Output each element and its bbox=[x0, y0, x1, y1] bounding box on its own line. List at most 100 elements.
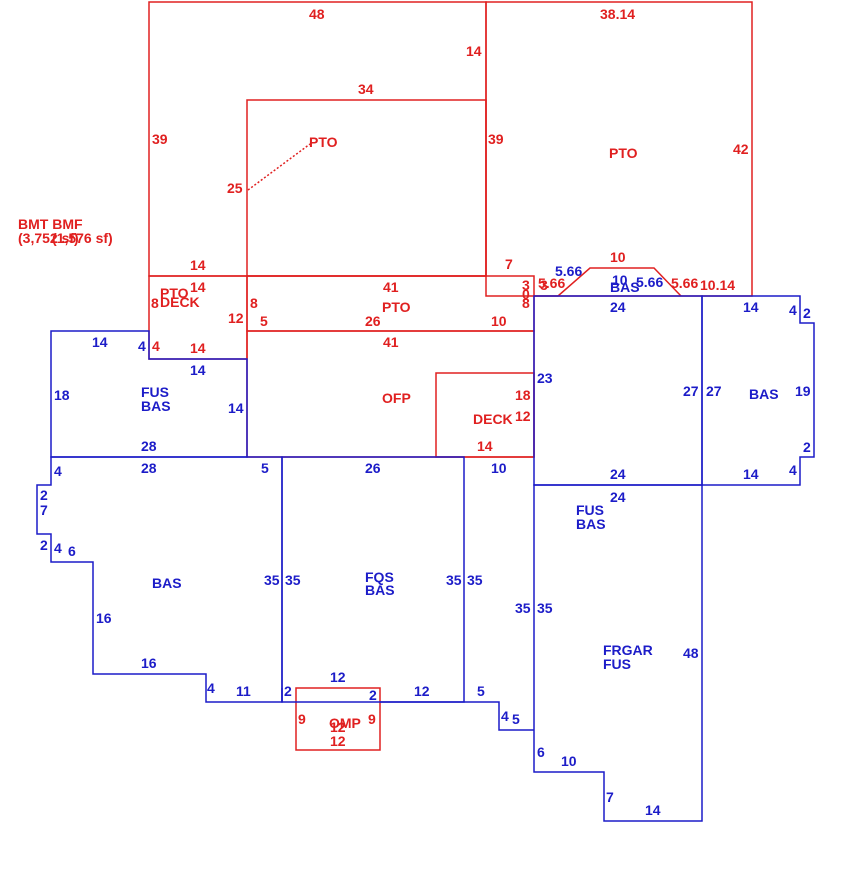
blue-labels: 5.66 10 BAS 5.66 24 14 4 2 27 27 BAS 19 … bbox=[40, 263, 811, 818]
dim: 16 bbox=[96, 610, 112, 626]
dim: 2 bbox=[803, 305, 811, 321]
dim: 4 bbox=[54, 463, 62, 479]
dim: 42 bbox=[733, 141, 749, 157]
blue-outlines bbox=[36, 295, 815, 822]
dim: 12 bbox=[330, 733, 346, 749]
area-label: OFP bbox=[382, 390, 411, 406]
area-label: PTO bbox=[382, 299, 411, 315]
dim: 14 bbox=[228, 400, 244, 416]
dim: 0 bbox=[522, 286, 530, 302]
dim: 14 bbox=[743, 466, 759, 482]
dim: 3 bbox=[540, 277, 548, 293]
area-label: DECK bbox=[160, 294, 200, 310]
dim: 14 bbox=[190, 257, 206, 273]
dim: 39 bbox=[488, 131, 504, 147]
fus-bas-middle bbox=[533, 295, 703, 486]
area-label: BAS bbox=[152, 575, 182, 591]
dim: 35 bbox=[467, 572, 483, 588]
dim: 4 bbox=[789, 302, 797, 318]
dim: 34 bbox=[358, 81, 374, 97]
red-labels: BMT BMF (3,752 sf) (1,576 sf) 48 38.14 1… bbox=[18, 6, 749, 749]
dim: 26 bbox=[365, 313, 381, 329]
dim: 12 bbox=[228, 310, 244, 326]
dim: 4 bbox=[207, 680, 215, 696]
dim: 41 bbox=[383, 334, 399, 350]
area-label: BAS bbox=[576, 516, 606, 532]
dim: 39 bbox=[152, 131, 168, 147]
area-label: BAS bbox=[365, 582, 395, 598]
area-label: BAS bbox=[610, 279, 640, 295]
dim: 14 bbox=[190, 362, 206, 378]
dim: 10 bbox=[610, 249, 626, 265]
dim: 4 bbox=[152, 338, 160, 354]
omp-label: OMP bbox=[329, 715, 361, 731]
dim: 8 bbox=[250, 295, 258, 311]
dim: 35 bbox=[515, 600, 531, 616]
leader-line bbox=[247, 143, 311, 191]
dim: 19 bbox=[795, 383, 811, 399]
dim: 9 bbox=[298, 711, 306, 727]
dim: 48 bbox=[309, 6, 325, 22]
dim: 2 bbox=[369, 687, 377, 703]
area-label: FRGAR bbox=[603, 642, 653, 658]
dim: 35 bbox=[446, 572, 462, 588]
fqs-bas bbox=[281, 456, 465, 703]
dim: 5.66 bbox=[636, 274, 663, 290]
dim: 6 bbox=[537, 744, 545, 760]
dim: 12 bbox=[414, 683, 430, 699]
dim: 10 bbox=[491, 460, 507, 476]
dim: 6 bbox=[68, 543, 76, 559]
dim: 2 bbox=[40, 537, 48, 553]
dim: 5.66 bbox=[538, 275, 565, 291]
area-label: DECK bbox=[473, 411, 513, 427]
dim: 7 bbox=[505, 256, 513, 272]
dim: 27 bbox=[706, 383, 722, 399]
dim: 12 bbox=[330, 669, 346, 685]
area-label: PTO bbox=[160, 285, 189, 301]
red-outlines bbox=[148, 1, 753, 751]
dim: 23 bbox=[537, 370, 553, 386]
dim: 35 bbox=[537, 600, 553, 616]
dim: 12 bbox=[330, 719, 346, 735]
label-area1: (3,752 sf) bbox=[18, 230, 79, 246]
area-label: FUS bbox=[603, 656, 631, 672]
dim: 24 bbox=[610, 299, 626, 315]
dim: 41 bbox=[383, 279, 399, 295]
dim: 10.14 bbox=[700, 277, 735, 293]
dim: 24 bbox=[610, 489, 626, 505]
dim: 10 bbox=[612, 272, 628, 288]
dim: 2 bbox=[40, 487, 48, 503]
dim: 10 bbox=[491, 313, 507, 329]
dim: 14 bbox=[190, 340, 206, 356]
dim: 8 bbox=[522, 295, 530, 311]
dim: 28 bbox=[141, 438, 157, 454]
area-label: FUS bbox=[576, 502, 604, 518]
dim: 5.66 bbox=[555, 263, 582, 279]
bas-right bbox=[701, 295, 815, 486]
dim: 2 bbox=[803, 439, 811, 455]
area-label: PTO bbox=[609, 145, 638, 161]
dim: 5 bbox=[260, 313, 268, 329]
dim: 14 bbox=[645, 802, 661, 818]
dim: 14 bbox=[190, 279, 206, 295]
dim: 38.14 bbox=[600, 6, 635, 22]
label-area2: (1,576 sf) bbox=[52, 230, 113, 246]
dim: 25 bbox=[227, 180, 243, 196]
dim: 5 bbox=[512, 711, 520, 727]
dim: 18 bbox=[54, 387, 70, 403]
dim: 14 bbox=[477, 438, 493, 454]
dim: 7 bbox=[40, 502, 48, 518]
dim: 4 bbox=[54, 540, 62, 556]
dim: 5 bbox=[477, 683, 485, 699]
dim: 28 bbox=[141, 460, 157, 476]
pto-inner bbox=[246, 99, 487, 277]
dim: 35 bbox=[285, 572, 301, 588]
dim: 2 bbox=[284, 683, 292, 699]
dim: 3 bbox=[522, 277, 530, 293]
dim: 48 bbox=[683, 645, 699, 661]
dim: 5 bbox=[261, 460, 269, 476]
label-bmt: BMT BMF bbox=[18, 216, 83, 232]
dim: 4 bbox=[501, 708, 509, 724]
bas-step bbox=[380, 701, 534, 731]
